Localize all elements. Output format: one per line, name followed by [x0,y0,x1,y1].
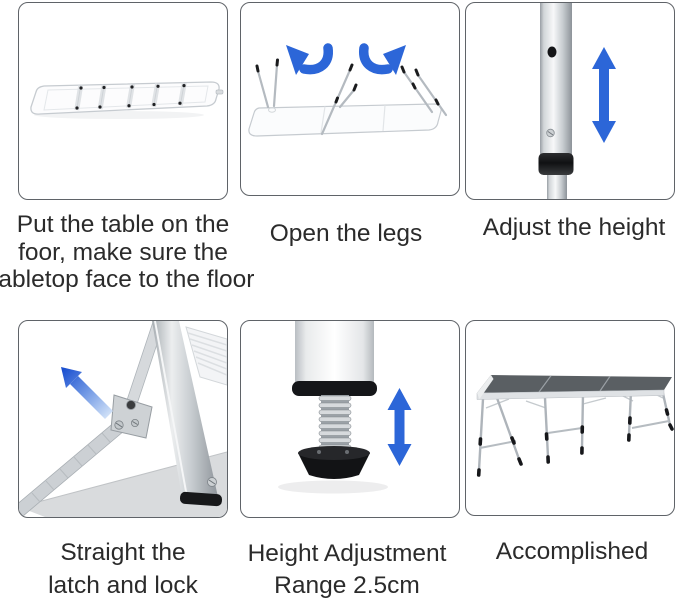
step-2-panel [240,2,460,196]
floor [19,452,227,517]
double-arrow-icon [592,47,616,143]
tabletop [476,375,672,400]
cone-foot [298,446,370,479]
adjustment-hole [547,46,557,58]
step-4-caption: Straight the latch and lock [48,539,198,599]
step-3-panel [465,2,675,200]
leg-collars-and-feet [476,408,674,477]
step-1-caption: Put the table on the foor, make sure the… [0,211,255,293]
black-collar [538,153,574,175]
carry-handle [215,89,224,95]
cross-braces [479,420,670,449]
curved-arrow-right-icon [359,43,406,75]
folding-legs [256,63,448,136]
folded-table-illustration [30,81,224,119]
leg-foot [179,491,223,507]
shadow [278,480,388,494]
assembled-table-illustration [476,375,674,477]
foot-screw-illustration [278,321,412,494]
step-2-caption: Open the legs [269,220,423,247]
latch-illustration [19,321,227,517]
double-arrow-icon [387,388,412,466]
gradient-arrow-icon [61,367,113,419]
open-legs-illustration [248,43,448,137]
step-3-caption: Adjust the height [482,214,666,241]
step-6-panel [465,320,675,516]
latch-knob-dots [75,84,186,110]
step-4-panel [18,320,228,518]
black-ring [292,381,377,396]
white-leg [295,321,374,385]
step-1-panel [18,2,228,200]
upper-pole [540,3,572,155]
curved-arrow-left-icon [286,43,333,75]
table-leg [152,321,218,497]
leg-pole-illustration [538,3,616,199]
step-5-caption: Height Adjustment Range 2.5cm [247,540,447,599]
threaded-screw [318,395,352,453]
step-5-panel [240,320,460,518]
leg-tips [255,58,440,106]
step-6-caption: Accomplished [495,538,649,565]
lower-pole [547,175,567,199]
